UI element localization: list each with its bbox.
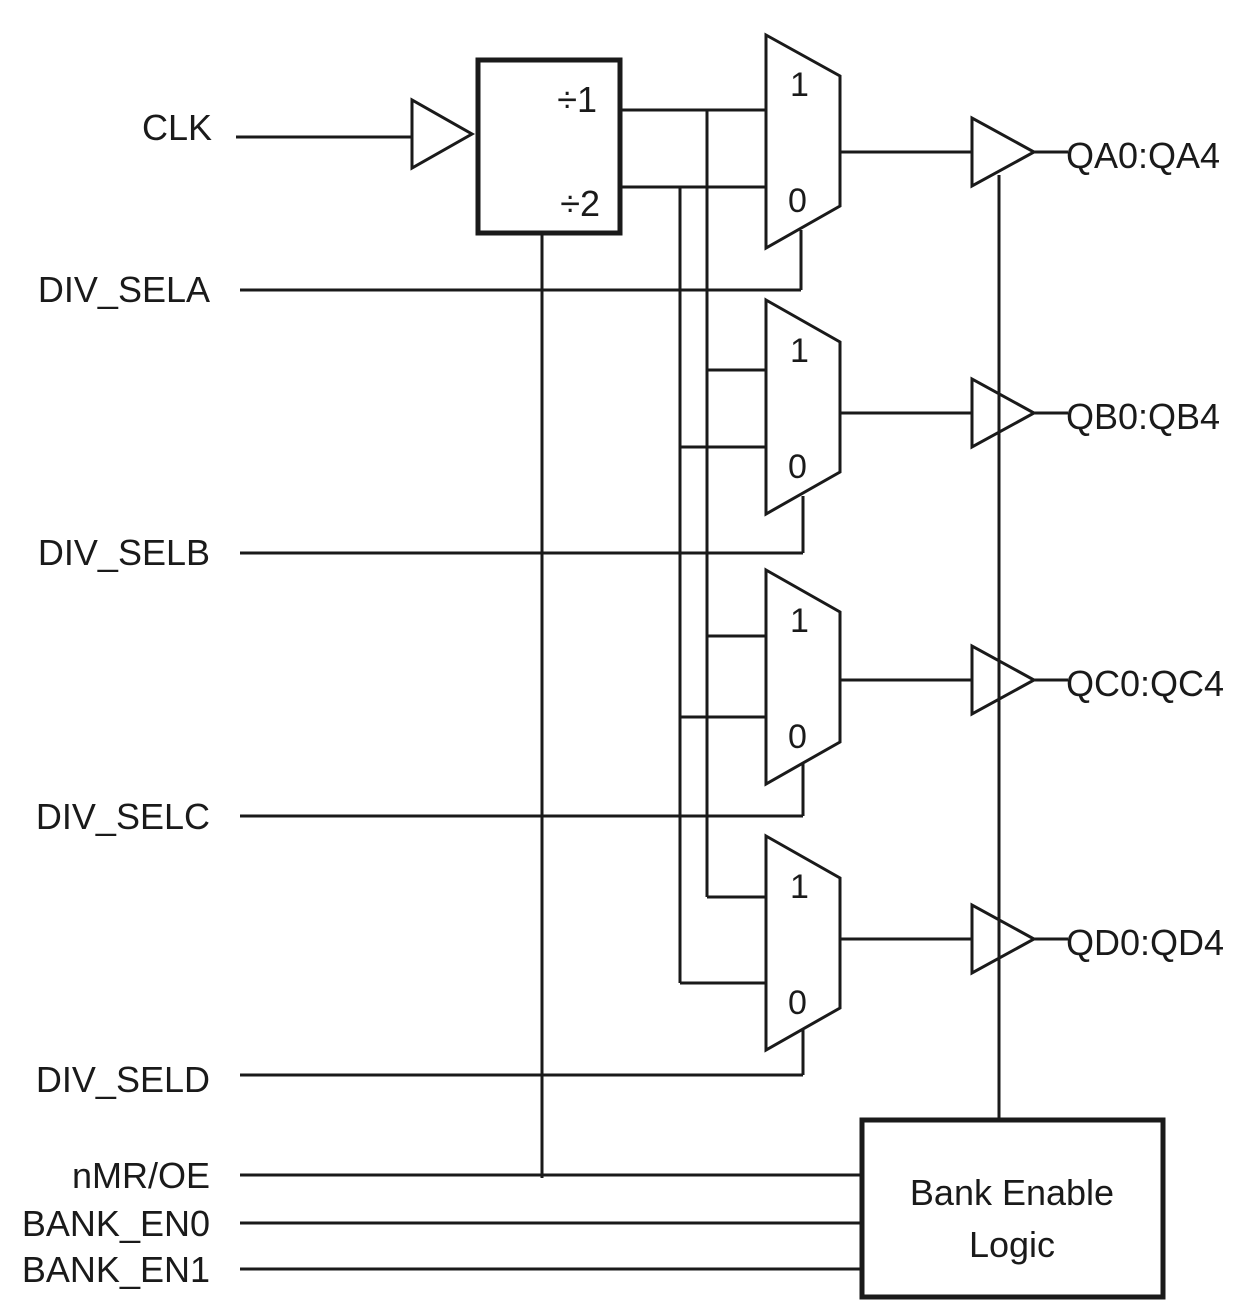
qb-label: QB0:QB4: [1066, 396, 1220, 437]
qd-output-buffer: [970, 902, 1038, 976]
qc-label: QC0:QC4: [1066, 663, 1224, 704]
mux-c-in0-label: 0: [788, 718, 807, 756]
mux-a-in0-label: 0: [788, 182, 807, 220]
mux-c: [764, 567, 842, 787]
div-selc-label: DIV_SELC: [36, 796, 210, 837]
mux-a: [764, 32, 842, 251]
mux-b: [764, 297, 842, 517]
bank-en1-label: BANK_EN1: [22, 1249, 210, 1290]
mux-c-in1-label: 1: [790, 602, 809, 640]
bank-enable-logic-line1: Bank Enable: [910, 1172, 1114, 1213]
qd-label: QD0:QD4: [1066, 922, 1224, 963]
qb-output-buffer: [970, 376, 1038, 450]
bank-en0-label: BANK_EN0: [22, 1203, 210, 1244]
mux-b-in0-label: 0: [788, 448, 807, 486]
div-selb-label: DIV_SELB: [38, 532, 210, 573]
mux-b-in1-label: 1: [790, 332, 809, 370]
mux-d-in0-label: 0: [788, 984, 807, 1022]
divide-by-1-label: ÷1: [557, 79, 597, 120]
clk-label: CLK: [142, 107, 212, 148]
div-sela-label: DIV_SELA: [38, 269, 210, 310]
bank-enable-logic-block: [859, 1117, 1166, 1300]
qa-label: QA0:QA4: [1066, 135, 1220, 176]
mux-d-in1-label: 1: [790, 868, 809, 906]
mux-d: [764, 833, 842, 1053]
mux-a-in1-label: 1: [790, 66, 809, 104]
divider-block: [475, 57, 623, 236]
nmr-oe-label: nMR/OE: [72, 1155, 210, 1196]
divide-by-2-label: ÷2: [560, 183, 600, 224]
clk-input-buffer: [410, 97, 476, 171]
qc-output-buffer: [970, 643, 1038, 717]
qa-output-buffer: [970, 115, 1038, 189]
div-seld-label: DIV_SELD: [36, 1059, 210, 1100]
bank-enable-logic-line2: Logic: [969, 1224, 1055, 1265]
